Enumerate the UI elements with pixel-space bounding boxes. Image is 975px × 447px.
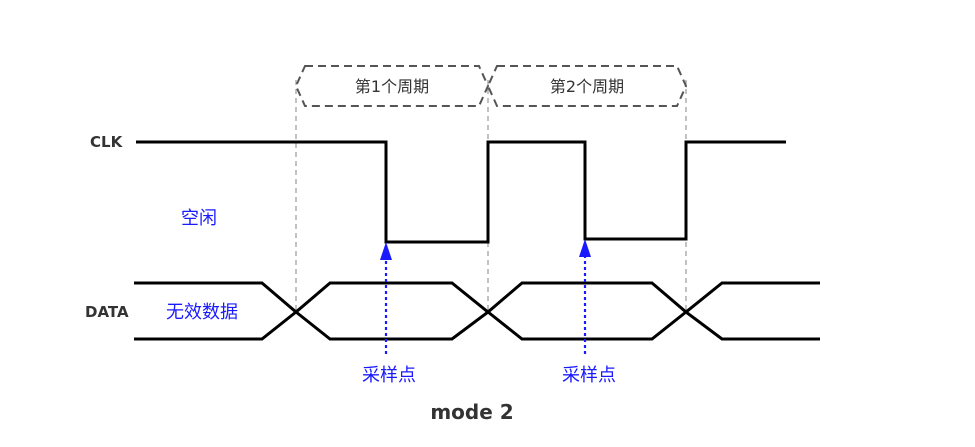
period-label-1: 第1个周期: [355, 77, 429, 96]
clk-label: CLK: [90, 133, 124, 151]
period-bracket-1: 第1个周期: [294, 65, 490, 107]
guide-lines: [295, 80, 687, 312]
sample-point-2: 采样点: [562, 239, 616, 386]
invalid-data-label: 无效数据: [166, 302, 238, 323]
diagram-caption: mode 2: [430, 400, 513, 424]
sample-arrow-head-2: [579, 239, 591, 257]
sample-arrow-head-1: [380, 242, 392, 260]
period-label-2: 第2个周期: [550, 77, 624, 96]
sample-label-2: 采样点: [562, 365, 616, 386]
idle-label: 空闲: [181, 208, 217, 229]
sample-label-1: 采样点: [362, 365, 416, 386]
clk-waveform: [136, 140, 786, 244]
sample-point-1: 采样点: [362, 242, 416, 386]
data-label: DATA: [85, 303, 129, 321]
period-bracket-2: 第2个周期: [486, 65, 688, 107]
data-waveform-lower: [134, 310, 820, 341]
